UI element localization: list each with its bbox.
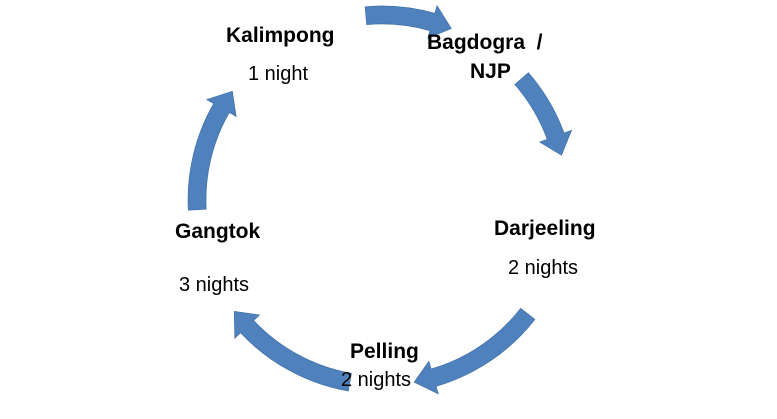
arrow-gangtok-to-kalimpong bbox=[187, 90, 237, 211]
arrow-bagdogra-to-darjeeling bbox=[514, 72, 573, 156]
node-stay-kalimpong: 1 night bbox=[248, 63, 309, 85]
node-name-gangtok: Gangtok bbox=[175, 220, 261, 243]
node-name-darjeeling: Darjeeling bbox=[494, 217, 596, 240]
cycle-arrows bbox=[187, 4, 573, 395]
arrow-kalimpong-to-bagdogra bbox=[364, 4, 452, 39]
node-name-kalimpong: Kalimpong bbox=[226, 24, 335, 47]
node-stay-pelling: 2 nights bbox=[341, 369, 412, 391]
node-name-bagdogra: Bagdogra / bbox=[427, 31, 543, 54]
node-stay-darjeeling: 2 nights bbox=[508, 257, 579, 279]
node-name-pelling: Pelling bbox=[350, 340, 419, 363]
arrow-darjeeling-to-pelling bbox=[413, 307, 536, 395]
node-stay-gangtok: 3 nights bbox=[179, 274, 250, 296]
node-name-njp: NJP bbox=[470, 60, 511, 83]
arrow-pelling-to-gangtok bbox=[233, 310, 352, 392]
